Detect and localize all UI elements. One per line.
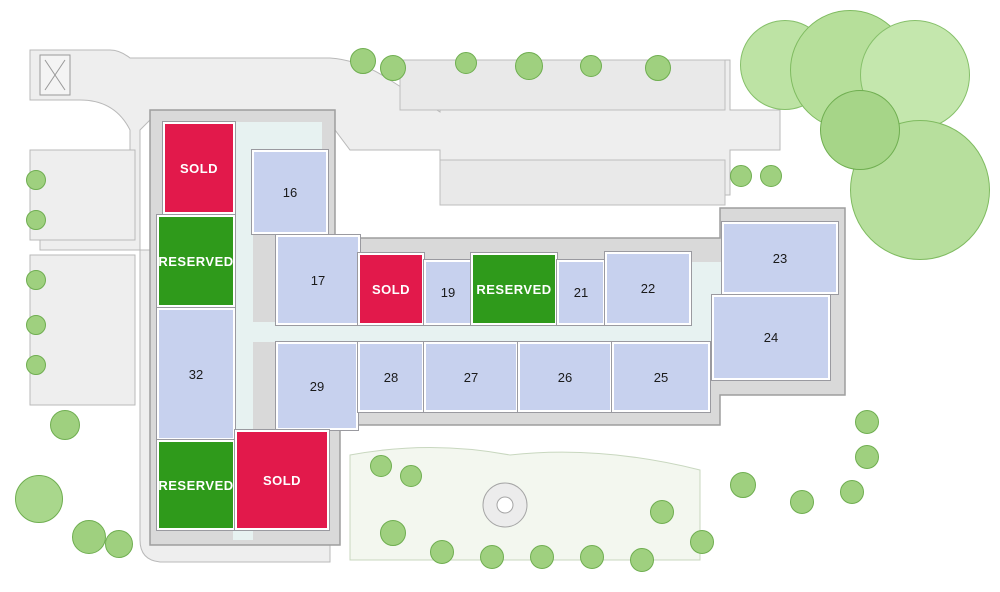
unit-26[interactable]: 26 (517, 341, 613, 413)
unit-28[interactable]: 28 (357, 341, 425, 413)
parking-top (399, 59, 726, 111)
unit-label: RESERVED (476, 281, 552, 297)
tree-icon (820, 90, 900, 170)
tree-icon (400, 465, 422, 487)
tree-icon (730, 472, 756, 498)
unit-22[interactable]: 22 (604, 251, 692, 326)
unit-reserved-bottom-left[interactable]: RESERVED (156, 439, 236, 531)
unit-25[interactable]: 25 (611, 341, 711, 413)
unit-29[interactable]: 29 (275, 341, 359, 431)
tree-icon (645, 55, 671, 81)
tree-icon (455, 52, 477, 74)
parking-garage (439, 159, 726, 206)
unit-label: RESERVED (158, 253, 234, 269)
unit-sold-bottom[interactable]: SOLD (234, 429, 330, 531)
unit-label: 19 (440, 285, 456, 300)
tree-icon (480, 545, 504, 569)
unit-label: 17 (310, 272, 326, 288)
tree-icon (105, 530, 133, 558)
tree-icon (530, 545, 554, 569)
tree-icon (515, 52, 543, 80)
tree-icon (650, 500, 674, 524)
tree-icon (72, 520, 106, 554)
parking-left-upper (29, 149, 136, 241)
tree-icon (760, 165, 782, 187)
unit-label: RESERVED (158, 477, 234, 493)
tree-icon (26, 170, 46, 190)
unit-27[interactable]: 27 (423, 341, 519, 413)
unit-21[interactable]: 21 (556, 259, 606, 326)
unit-reserved-left-top[interactable]: RESERVED (156, 214, 236, 308)
tree-icon (350, 48, 376, 74)
unit-label: 16 (282, 184, 298, 200)
tree-icon (26, 270, 46, 290)
fountain-center (496, 496, 514, 514)
parking-left-lower (29, 254, 136, 406)
tree-icon (855, 445, 879, 469)
unit-label: 26 (557, 369, 573, 385)
tree-icon (26, 355, 46, 375)
tree-icon (840, 480, 864, 504)
unit-23[interactable]: 23 (721, 221, 839, 295)
tree-icon (430, 540, 454, 564)
unit-label: 28 (383, 369, 399, 385)
tree-icon (370, 455, 392, 477)
unit-label: 23 (772, 250, 788, 266)
tree-icon (690, 530, 714, 554)
tree-icon (630, 548, 654, 572)
unit-sold-middle[interactable]: SOLD (357, 252, 425, 326)
unit-label: 25 (653, 369, 669, 385)
unit-24[interactable]: 24 (711, 294, 831, 381)
tree-icon (50, 410, 80, 440)
tree-icon (15, 475, 63, 523)
unit-reserved-middle[interactable]: RESERVED (470, 252, 558, 326)
unit-19[interactable]: 19 (423, 259, 473, 326)
unit-label: SOLD (262, 472, 302, 488)
unit-label: SOLD (371, 281, 411, 297)
gatehouse-mark (44, 59, 66, 91)
tree-icon (26, 315, 46, 335)
corridor-top-stub (252, 122, 322, 152)
tree-icon (580, 545, 604, 569)
tree-icon (380, 520, 406, 546)
unit-16[interactable]: 16 (251, 149, 329, 235)
tree-icon (730, 165, 752, 187)
unit-sold-top-left[interactable]: SOLD (162, 121, 236, 215)
tree-icon (26, 210, 46, 230)
unit-label: 22 (640, 281, 656, 296)
unit-label: 32 (188, 366, 204, 382)
tree-icon (380, 55, 406, 81)
corridor-horizontal (233, 322, 713, 342)
unit-label: SOLD (179, 160, 219, 176)
unit-label: 29 (309, 378, 325, 394)
tree-icon (790, 490, 814, 514)
unit-17[interactable]: 17 (275, 234, 361, 326)
unit-32[interactable]: 32 (156, 307, 236, 441)
tree-icon (855, 410, 879, 434)
tree-icon (580, 55, 602, 77)
unit-label: 27 (463, 369, 479, 385)
unit-label: 21 (573, 285, 589, 300)
unit-label: 24 (763, 330, 779, 345)
